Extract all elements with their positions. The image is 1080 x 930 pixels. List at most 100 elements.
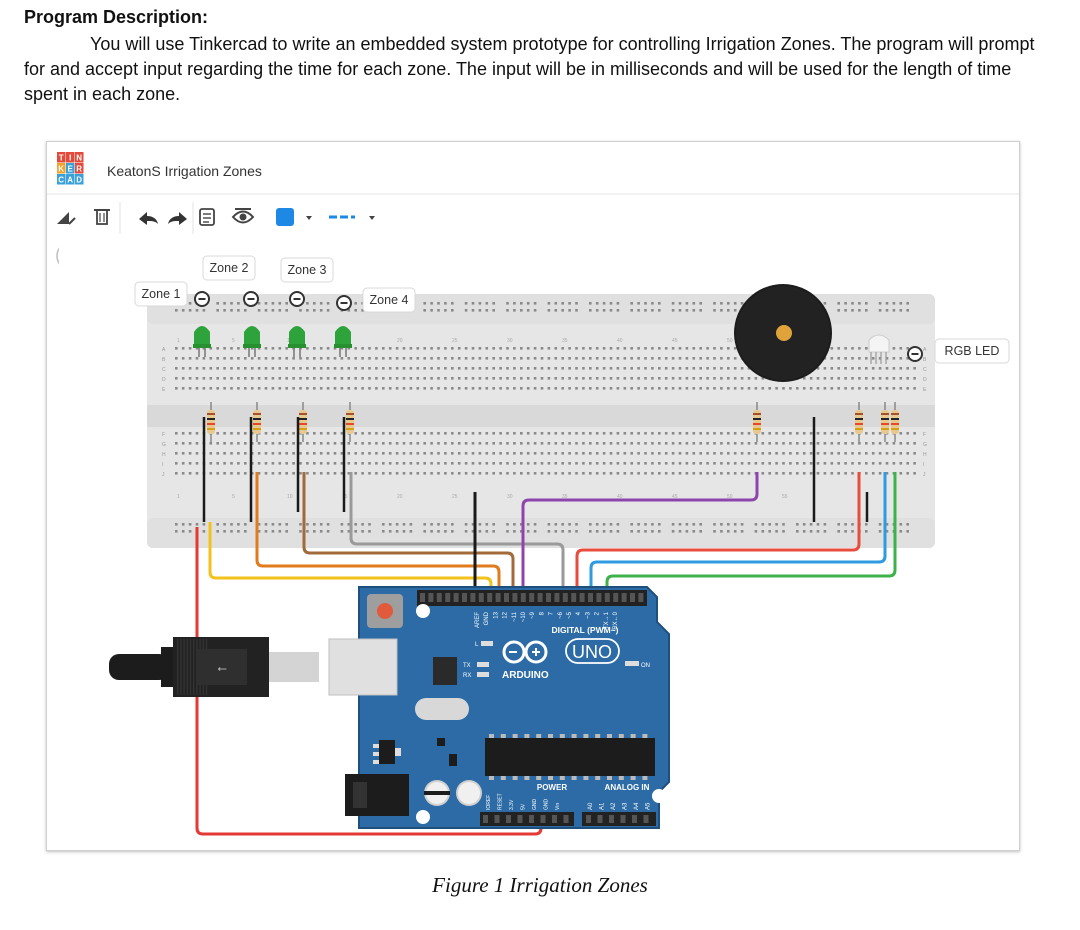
minus-handle-icon[interactable] xyxy=(907,346,923,362)
resistor[interactable] xyxy=(346,402,354,442)
resistor[interactable] xyxy=(753,402,761,442)
header-pin[interactable] xyxy=(621,593,627,602)
project-title[interactable]: KeatonS Irrigation Zones xyxy=(107,163,262,179)
piezo-buzzer[interactable] xyxy=(734,284,832,382)
breadboard-hole xyxy=(651,309,654,312)
header-pin[interactable] xyxy=(453,593,459,602)
jumper-wire[interactable] xyxy=(521,472,759,594)
resistor[interactable] xyxy=(881,402,889,442)
green-led-zone-4[interactable] xyxy=(335,326,351,346)
minus-handle-icon[interactable] xyxy=(336,295,352,311)
minus-handle-icon[interactable] xyxy=(289,291,305,307)
breadboard-hole xyxy=(354,302,357,305)
breadboard-hole xyxy=(830,442,834,445)
jumper-wire[interactable] xyxy=(195,527,543,836)
header-pin[interactable] xyxy=(520,593,526,602)
jumper-wire[interactable] xyxy=(349,472,565,594)
breadboard-hole xyxy=(595,367,599,370)
header-pin[interactable] xyxy=(613,593,619,602)
resistor[interactable] xyxy=(855,402,863,442)
zone-1-label[interactable]: Zone 1 xyxy=(134,281,188,307)
green-led-zone-1[interactable] xyxy=(194,326,210,346)
breadboard-hole xyxy=(492,387,495,390)
green-led-zone-3[interactable] xyxy=(289,326,305,346)
header-pin[interactable] xyxy=(630,593,635,602)
line-style-icon[interactable] xyxy=(329,215,375,220)
header-pin[interactable] xyxy=(620,815,626,823)
header-pin[interactable] xyxy=(470,593,476,602)
breadboard-hole xyxy=(554,309,558,312)
eye-icon[interactable] xyxy=(231,208,255,224)
header-pin[interactable] xyxy=(579,593,585,602)
header-pin[interactable] xyxy=(552,815,557,823)
redo-icon[interactable] xyxy=(168,212,187,225)
header-pin[interactable] xyxy=(643,815,649,823)
minus-handle-icon[interactable] xyxy=(243,291,259,307)
header-pin[interactable] xyxy=(436,593,442,602)
breadboard-hole xyxy=(188,302,192,305)
trash-icon[interactable] xyxy=(94,209,110,225)
breadboard-hole xyxy=(216,442,219,445)
breadboard-hole xyxy=(589,302,592,305)
minus-handle-icon[interactable] xyxy=(194,291,210,307)
header-pin[interactable] xyxy=(586,815,591,823)
zone-4-label[interactable]: Zone 4 xyxy=(362,287,416,313)
header-pin[interactable] xyxy=(540,815,546,823)
resistor[interactable] xyxy=(253,402,261,442)
header-pin[interactable] xyxy=(529,815,534,823)
header-pin[interactable] xyxy=(596,593,602,602)
breadboard-hole xyxy=(568,530,571,533)
rgb-led-label[interactable]: RGB LED xyxy=(934,338,1010,364)
header-pin[interactable] xyxy=(529,593,535,602)
breadboard-hole xyxy=(554,432,558,435)
breadboard-hole xyxy=(609,452,613,455)
header-pin[interactable] xyxy=(420,593,425,602)
header-pin[interactable] xyxy=(483,815,488,823)
header-pin[interactable] xyxy=(487,593,493,602)
header-pin[interactable] xyxy=(517,815,523,823)
jumper-wire[interactable] xyxy=(255,472,501,594)
header-pin[interactable] xyxy=(632,815,637,823)
rotate-icon[interactable] xyxy=(57,212,76,225)
header-pin[interactable] xyxy=(537,593,543,602)
zone-3-label[interactable]: Zone 3 xyxy=(280,257,334,283)
header-pin[interactable] xyxy=(562,593,568,602)
note-icon[interactable] xyxy=(199,208,215,226)
header-pin[interactable] xyxy=(445,593,451,602)
rgb-led[interactable] xyxy=(868,334,890,364)
jumper-wire[interactable] xyxy=(302,472,515,594)
header-pin[interactable] xyxy=(512,593,518,602)
jumper-wire[interactable] xyxy=(208,522,493,594)
header-pin[interactable] xyxy=(506,815,511,823)
header-pin[interactable] xyxy=(462,593,467,602)
color-swatch-icon[interactable] xyxy=(276,208,312,226)
breadboard-hole xyxy=(416,347,420,350)
header-pin[interactable] xyxy=(554,593,560,602)
header-pin[interactable] xyxy=(546,593,551,602)
header-pin[interactable] xyxy=(571,593,577,602)
header-pin[interactable] xyxy=(478,593,484,602)
header-pin[interactable] xyxy=(604,593,610,602)
header-pin[interactable] xyxy=(504,593,509,602)
header-pin[interactable] xyxy=(588,593,593,602)
undo-icon[interactable] xyxy=(139,212,158,225)
header-pin[interactable] xyxy=(563,815,569,823)
resistor[interactable] xyxy=(891,402,899,442)
resistor[interactable] xyxy=(207,402,215,442)
jumper-wire[interactable] xyxy=(575,472,861,594)
breadboard-hole xyxy=(444,377,447,380)
header-pin[interactable] xyxy=(428,593,434,602)
green-led-zone-2[interactable] xyxy=(244,326,260,346)
resistor[interactable] xyxy=(299,402,307,442)
header-pin[interactable] xyxy=(609,815,614,823)
jumper-wire[interactable] xyxy=(589,472,887,594)
jumper-wire[interactable] xyxy=(605,472,897,594)
header-pin[interactable] xyxy=(597,815,603,823)
header-pin[interactable] xyxy=(638,593,644,602)
header-pin[interactable] xyxy=(494,815,500,823)
breadboard-hole xyxy=(340,472,344,475)
zone-2-label[interactable]: Zone 2 xyxy=(202,255,256,281)
header-pin[interactable] xyxy=(495,593,501,602)
